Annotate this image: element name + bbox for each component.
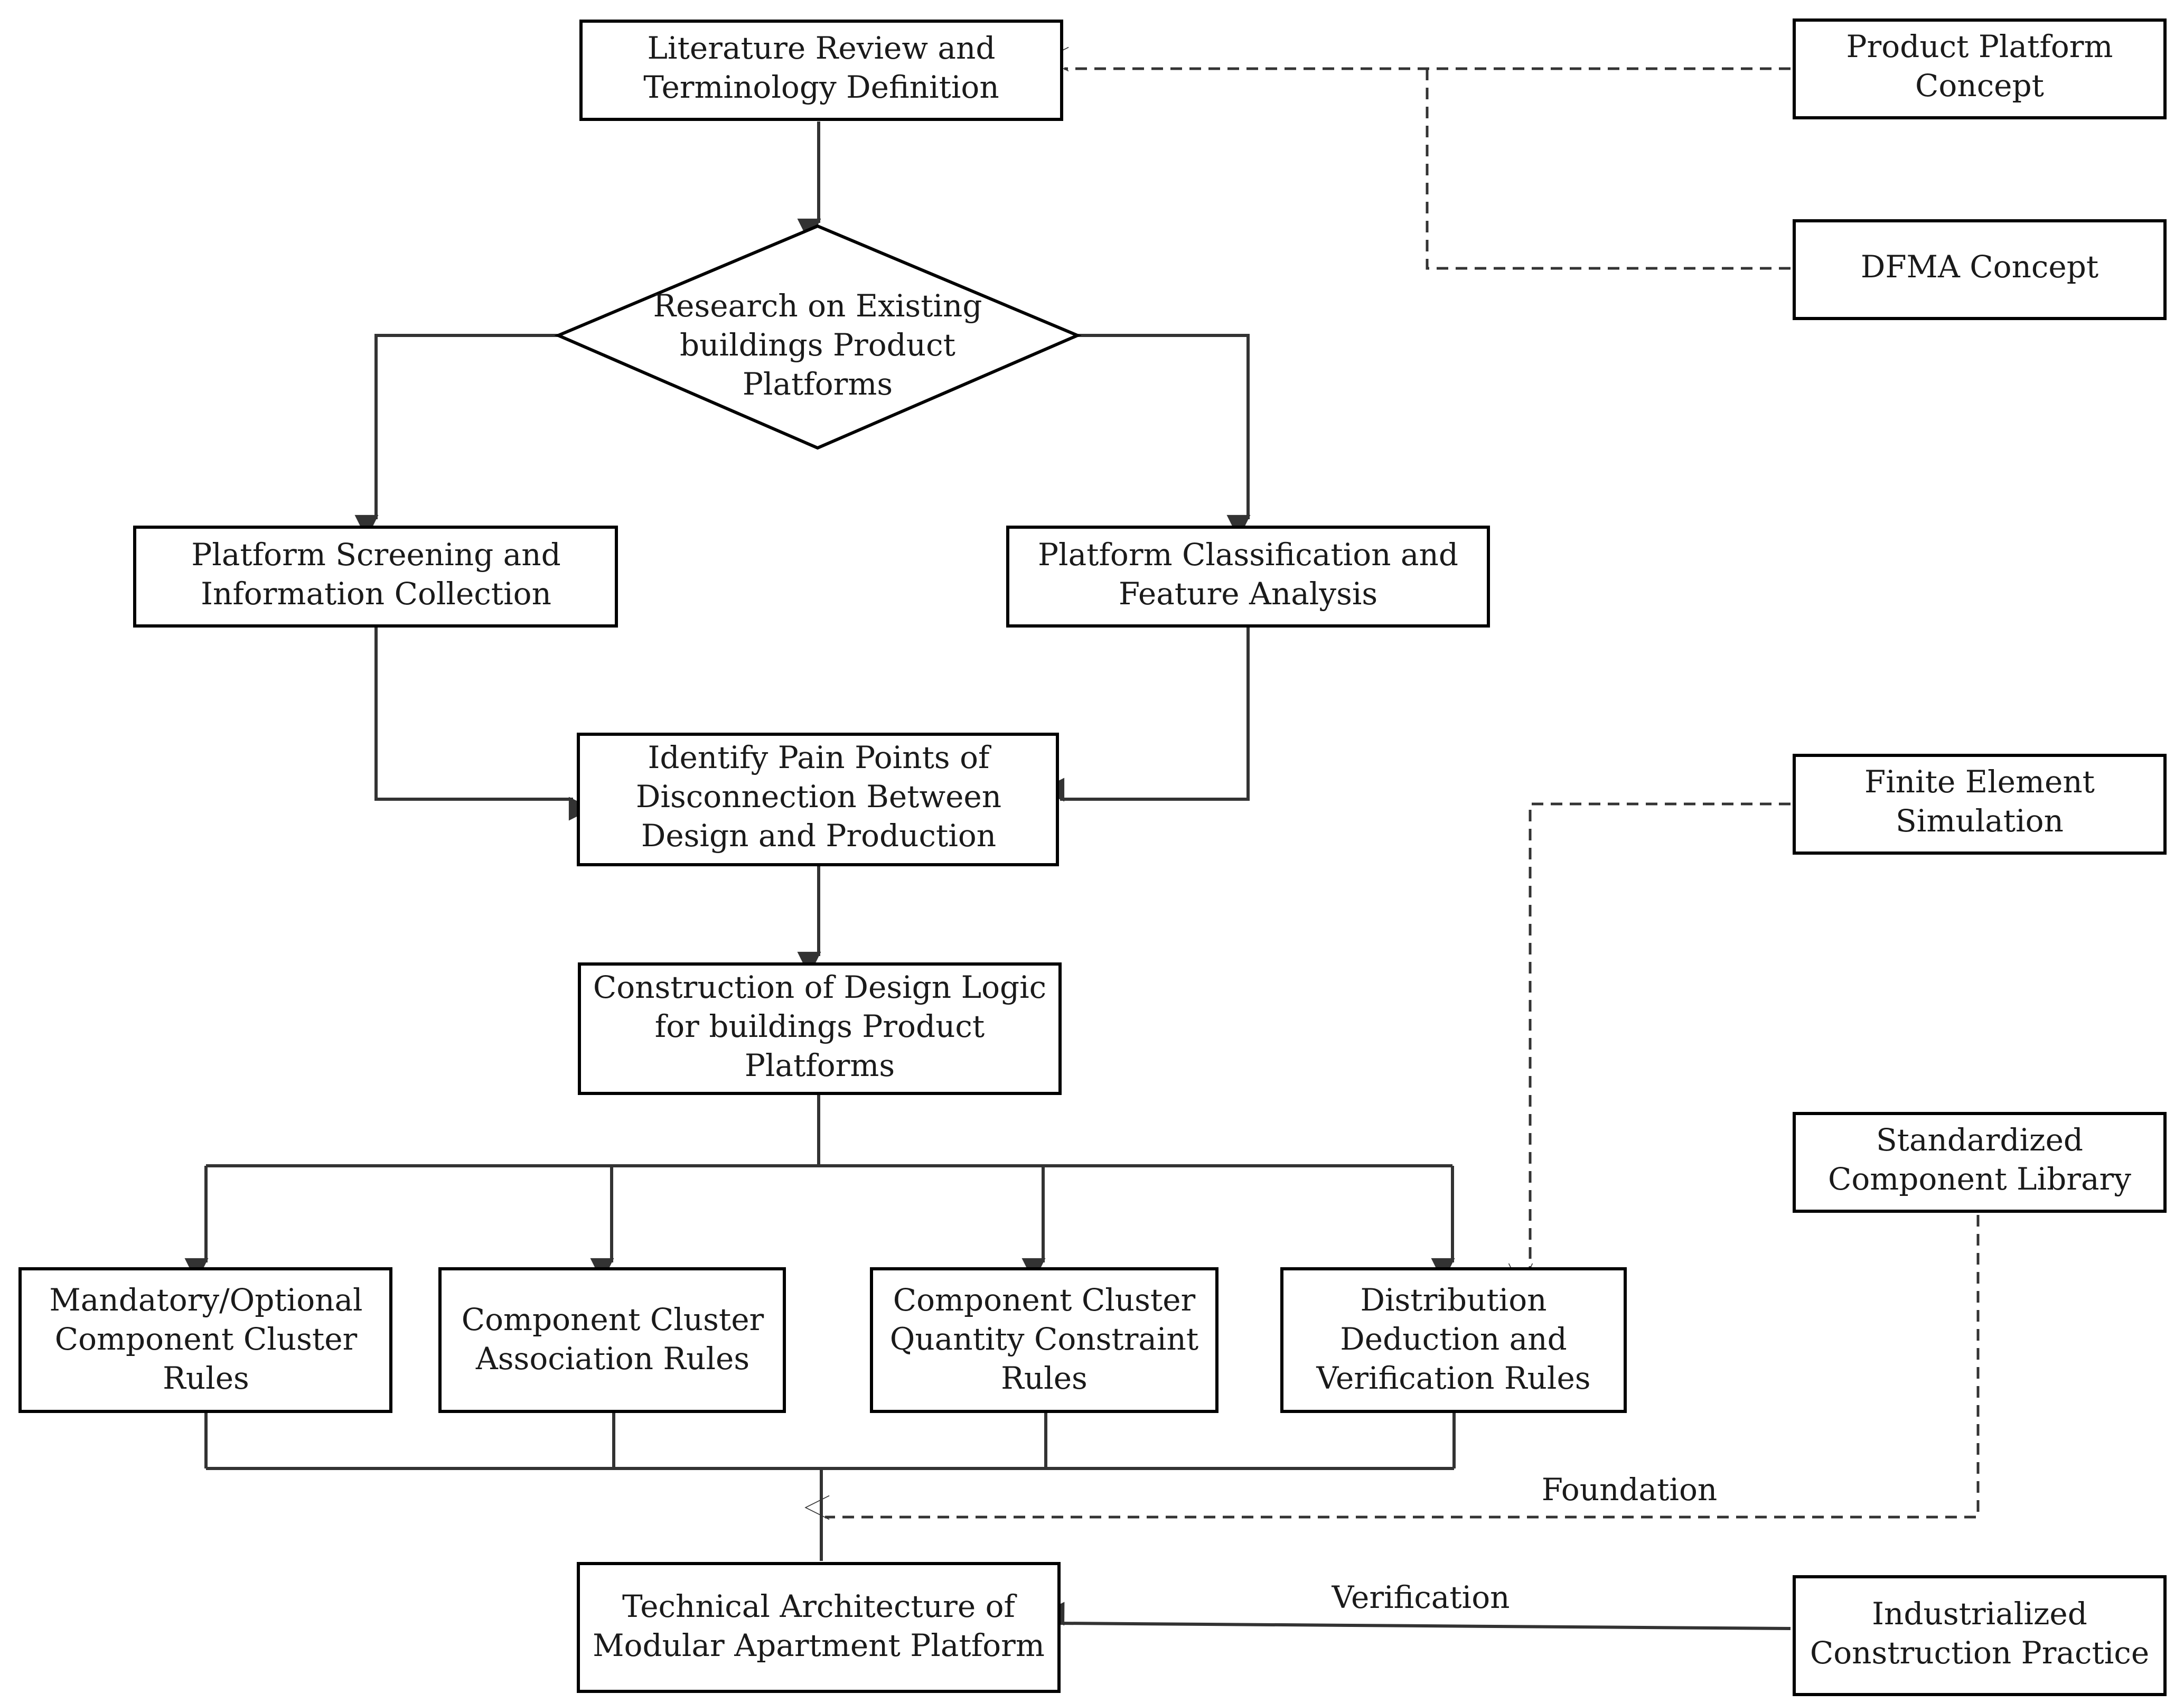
label-line: for buildings Product <box>655 1008 985 1044</box>
label-line: Component Library <box>1828 1161 2131 1197</box>
edge-research-to-screening <box>354 334 558 539</box>
label-line: Quantity Constraint <box>890 1321 1198 1357</box>
dfma-concept-box: DFMA Concept <box>1793 219 2167 320</box>
label-line: Information Collection <box>201 576 551 612</box>
label-line: Industrialized <box>1872 1596 2087 1632</box>
label-line: Modular Apartment Platform <box>593 1627 1045 1663</box>
label-line: Rules <box>1001 1360 1088 1396</box>
edge-classification-to-pain-points <box>1041 626 1250 802</box>
label-line: buildings Product <box>680 327 955 363</box>
label-line: Platforms <box>745 1047 895 1083</box>
label-line: Concept <box>1915 68 2044 104</box>
label-line: Verification Rules <box>1316 1360 1590 1396</box>
label-line: Construction Practice <box>1810 1635 2149 1671</box>
edge-screening-to-pain-points <box>374 626 593 821</box>
dfma-concept-label: DFMA Concept <box>1861 249 2098 285</box>
label-line: Finite Element <box>1864 764 2095 800</box>
edge-industrialized-to-architecture <box>1041 1602 1791 1630</box>
label-line: DFMA Concept <box>1861 249 2098 285</box>
label-line: Association Rules <box>475 1341 749 1377</box>
label-line: Simulation <box>1896 803 2064 839</box>
label-line: Platforms <box>743 366 893 402</box>
label-line: Feature Analysis <box>1119 576 1377 612</box>
label-line: Standardized <box>1876 1122 2083 1158</box>
edge-research-to-classification <box>1077 334 1251 539</box>
label-line: Technical Architecture of <box>622 1588 1017 1624</box>
label-line: Component Cluster <box>893 1282 1196 1318</box>
label-line: Disconnection Between <box>636 779 1001 815</box>
label-line: Component Cluster <box>55 1321 358 1357</box>
foundation-label: Foundation <box>1542 1472 1718 1508</box>
label-line: Platform Classification and <box>1038 537 1458 573</box>
label-line: Terminology Definition <box>643 69 999 105</box>
label-line: Component Cluster <box>462 1302 764 1337</box>
label-line: Literature Review and <box>648 30 996 66</box>
label-line: Identify Pain Points of <box>648 740 992 775</box>
verification-label: Verification <box>1331 1579 1510 1615</box>
label-line: Platform Screening and <box>191 537 560 573</box>
pain-points-box: Identify Pain Points of Disconnection Bet… <box>577 733 1059 866</box>
label-line: Mandatory/Optional <box>49 1282 362 1318</box>
label-line: Deduction and <box>1340 1321 1567 1357</box>
edge-dfma-to-literature <box>1426 70 1791 270</box>
label-line: Distribution <box>1360 1282 1546 1318</box>
edge-fem-to-distribution <box>1508 802 1791 1288</box>
edge-library-to-architecture <box>804 1215 1980 1520</box>
label-line: Construction of Design Logic <box>593 969 1046 1005</box>
dashed-connectors <box>804 46 1980 1520</box>
pain-points-label: Identify Pain Points of Disconnection Bet… <box>636 740 1001 854</box>
label-line: Design and Production <box>641 818 996 854</box>
label-line: Product Platform <box>1846 29 2113 64</box>
label-line: Rules <box>163 1360 249 1396</box>
label-line: Research on Existing <box>653 288 982 324</box>
